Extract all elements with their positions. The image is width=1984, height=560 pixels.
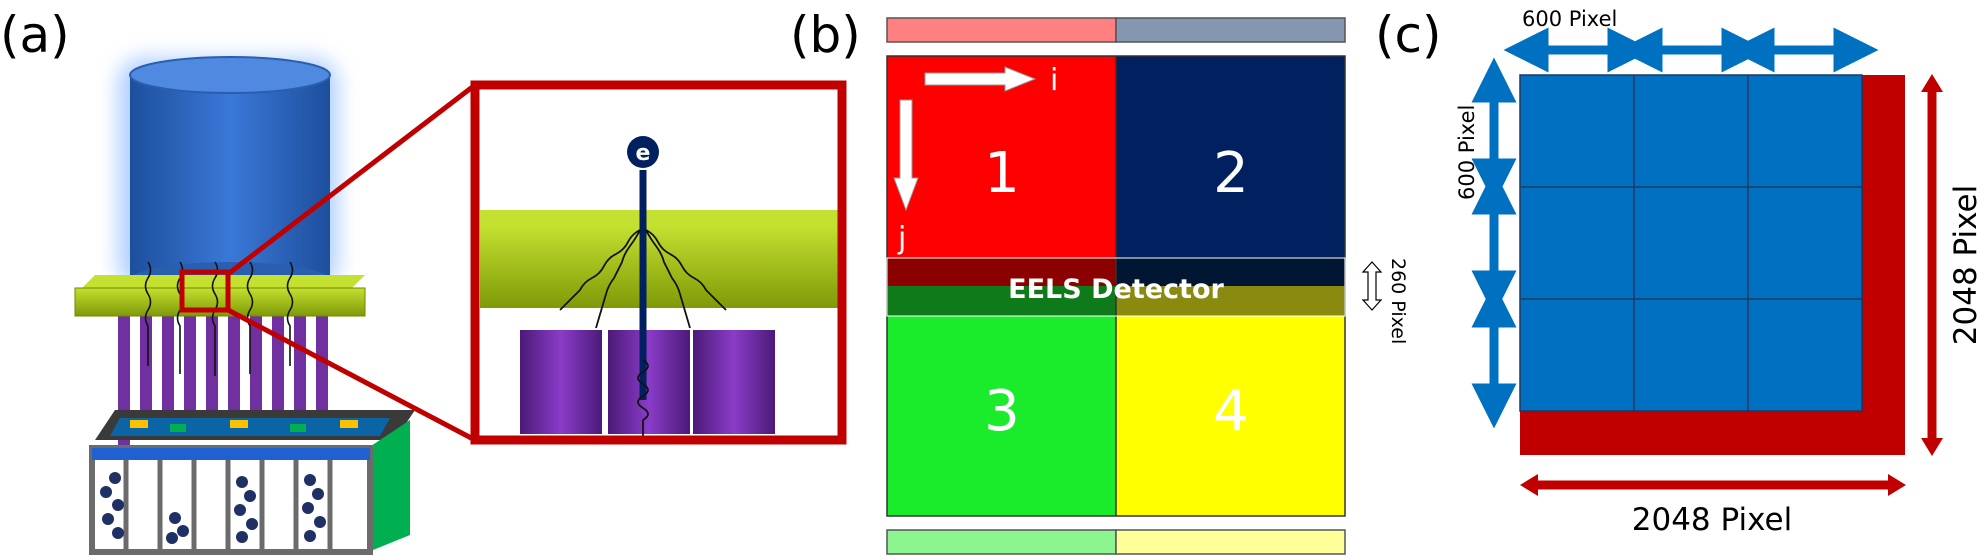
panel-c: (c) 600 Pixel 600 Pixel 2048 Pixel (1375, 6, 1984, 538)
detector-strip-2 (1116, 258, 1345, 286)
total-height-arrowhead-bottom (1921, 438, 1943, 456)
axis-i-arrow (924, 66, 1037, 92)
top-bar-left (886, 17, 1117, 43)
eels-detector-band (886, 257, 1346, 317)
panel-a: (a) (0, 6, 847, 555)
zoom-line-bottom (226, 307, 477, 443)
bottom-bar-left (886, 529, 1117, 555)
detector-height-arrow (1361, 261, 1383, 311)
detector-strip-4 (1116, 286, 1345, 316)
axis-j-arrow (893, 99, 919, 212)
quadrant-2 (1116, 56, 1345, 258)
axis-i-label: i (1050, 63, 1058, 98)
quadrant-4-label: 4 (1213, 379, 1249, 444)
panel-a-label: (a) (0, 6, 70, 64)
bottom-bar-right (1115, 529, 1346, 555)
quadrant-1-label: 1 (984, 141, 1020, 206)
total-width-label: 2048 Pixel (1632, 502, 1792, 538)
electron-icon (627, 136, 659, 168)
zoom-source-box (179, 269, 231, 313)
total-height-arrowhead-top (1921, 74, 1943, 92)
detector-cylinder (118, 56, 338, 298)
top-bar-right (1115, 17, 1346, 43)
total-width-arrowhead-right (1888, 474, 1906, 496)
detector-strip-3 (887, 286, 1116, 316)
quadrant-3-label: 3 (984, 379, 1020, 444)
quadrant-2-label: 2 (1213, 141, 1249, 206)
quadrant-1 (887, 56, 1116, 258)
detector-base (89, 410, 415, 555)
detector-height-label: 260 Pixel (1387, 258, 1409, 344)
panel-c-label: (c) (1375, 6, 1442, 64)
zoom-line-top (226, 83, 477, 276)
total-width-arrowhead-left (1520, 474, 1538, 496)
tile-width-label: 600 Pixel (1522, 7, 1617, 31)
detector-strip-1 (887, 258, 1116, 286)
tile-grid-lines (1520, 75, 1862, 411)
total-height-label: 2048 Pixel (1948, 185, 1984, 345)
panel-b-label: (b) (790, 6, 861, 64)
electron-symbol: e (636, 141, 651, 166)
quadrant-4 (1116, 316, 1345, 516)
zoom-inset: e (475, 85, 842, 440)
quadrant-3 (887, 316, 1116, 516)
zoom-inset-frame (470, 80, 847, 445)
panel-b: (b) EELS Detector 1 2 3 4 i j 260 Pixel (790, 6, 1409, 555)
pillars (118, 300, 328, 448)
tile-height-label: 600 Pixel (1455, 105, 1479, 200)
axis-j-label: j (897, 221, 906, 256)
tile-grid (1519, 74, 1863, 412)
eels-detector-label: EELS Detector (1008, 274, 1224, 305)
inset-scatter-waves (559, 229, 727, 440)
